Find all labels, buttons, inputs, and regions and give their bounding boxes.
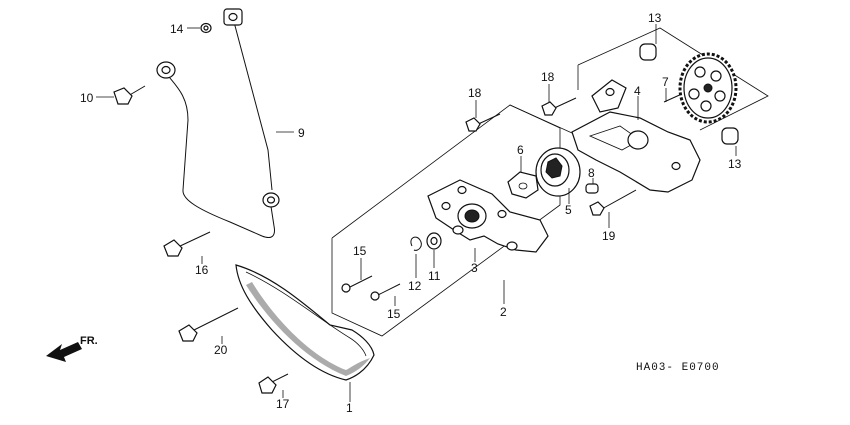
callout-numbers: 14 10 9 16 20 17 1 2 3 11 12 15 15 18 18… bbox=[80, 11, 742, 415]
front-direction-label: FR. bbox=[80, 335, 98, 347]
screw-15a bbox=[341, 275, 373, 293]
dowel-pin-13b bbox=[721, 127, 739, 145]
bolt-16 bbox=[163, 231, 211, 257]
bolt-18a bbox=[465, 113, 501, 132]
inner-rotor-6 bbox=[507, 171, 539, 199]
outer-rotor-5 bbox=[535, 147, 581, 197]
callout-10: 10 bbox=[80, 91, 94, 105]
callout-16: 16 bbox=[195, 263, 209, 277]
callout-2: 2 bbox=[500, 305, 507, 319]
screen-plate-1 bbox=[235, 264, 375, 381]
dowel-pin-13a bbox=[639, 43, 657, 61]
callout-20: 20 bbox=[214, 343, 228, 357]
callout-11: 11 bbox=[428, 269, 441, 283]
pin-8 bbox=[585, 183, 599, 194]
callout-15b: 15 bbox=[387, 307, 401, 321]
bolt-18b bbox=[541, 97, 577, 116]
callout-7: 7 bbox=[662, 75, 669, 89]
callout-3: 3 bbox=[471, 261, 478, 275]
pump-cover-4 bbox=[571, 79, 701, 193]
oil-pipe-9 bbox=[156, 8, 280, 239]
bolt-20 bbox=[178, 307, 239, 342]
callout-1: 1 bbox=[346, 401, 353, 415]
pump-gear bbox=[678, 52, 738, 124]
pump-body-3 bbox=[427, 179, 549, 253]
bolt-10 bbox=[113, 85, 146, 105]
screw-15b bbox=[370, 283, 401, 301]
bolt-17 bbox=[258, 373, 289, 394]
leader-lines bbox=[96, 24, 737, 402]
callout-13b: 13 bbox=[728, 157, 742, 171]
callout-17: 17 bbox=[276, 397, 290, 411]
callout-6: 6 bbox=[517, 143, 524, 157]
callout-18a: 18 bbox=[468, 86, 482, 100]
washer-11 bbox=[426, 232, 442, 250]
callout-19: 19 bbox=[602, 229, 616, 243]
callout-14: 14 bbox=[170, 22, 184, 36]
callout-15a: 15 bbox=[353, 244, 367, 258]
callout-18b: 18 bbox=[541, 70, 555, 84]
callout-13a: 13 bbox=[648, 11, 662, 25]
washer-14 bbox=[200, 22, 212, 34]
front-direction-arrow: FR. bbox=[46, 335, 98, 362]
bolt-19 bbox=[589, 189, 637, 216]
callout-5: 5 bbox=[565, 203, 572, 217]
callout-12: 12 bbox=[408, 279, 422, 293]
circlip-12 bbox=[410, 236, 422, 251]
callout-9: 9 bbox=[298, 126, 305, 140]
callout-8: 8 bbox=[588, 166, 595, 180]
callout-4: 4 bbox=[634, 84, 641, 98]
diagram-code: HA03- E0700 bbox=[636, 362, 720, 374]
